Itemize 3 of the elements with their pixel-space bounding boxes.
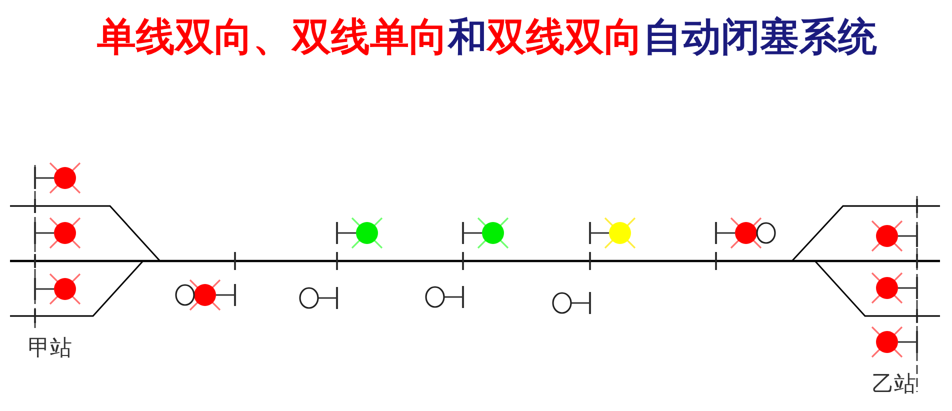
station-label: 乙站 [872,372,916,398]
station-label: 甲站 [28,336,72,362]
title: 单线双向、双线单向和双线双向自动闭塞系统 [96,14,878,62]
